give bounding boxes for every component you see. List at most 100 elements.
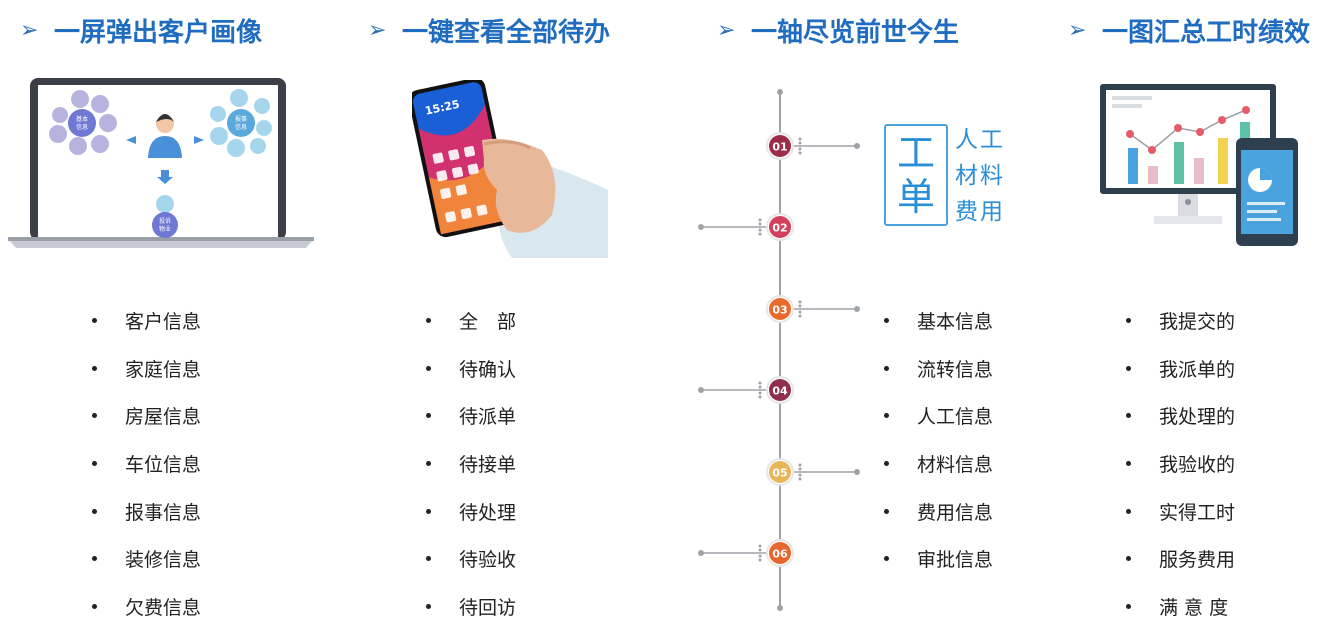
list-item: 审批信息 [884,535,993,583]
bullet [426,556,431,562]
list-item[interactable]: 待确认 [426,345,516,393]
bullet [884,508,889,514]
svg-text:信息: 信息 [235,123,247,131]
section-title: 一图汇总工时绩效 [1102,18,1311,48]
bullet [92,318,97,324]
section-heading: ➢ 一屏弹出客户画像 [20,12,262,49]
timeline-node-04: 04 [766,376,794,404]
bullet [1126,318,1131,324]
column-performance: ➢ 一图汇总工时绩效 我提交的 我派单的 我处理的 我验收的 实得工时 [1068,0,1320,629]
list-item[interactable]: 我处理的 [1126,392,1235,440]
bullet [92,413,97,419]
laptop-illustration: 基本 信息 报事 信息 投诉 物业 [8,78,314,248]
list-item: 欠费信息 [92,583,201,630]
list-item: 材料信息 [884,440,993,488]
list-item: 人工信息 [884,392,993,440]
bullet [884,318,889,324]
svg-text:物业: 物业 [159,225,171,233]
timeline-axis: 01 02 03 04 [698,89,860,611]
list-item[interactable]: 我提交的 [1126,297,1235,345]
arrow-icon: ➢ [717,18,736,43]
list-item[interactable]: 我验收的 [1126,440,1235,488]
phone-illustration: 15:25 [412,80,608,258]
bullet [92,461,97,467]
performance-list: 我提交的 我派单的 我处理的 我验收的 实得工时 服务费用 满 意 度 [1126,297,1235,630]
section-heading: ➢ 一图汇总工时绩效 [1068,12,1310,49]
bullet [1126,556,1131,562]
list-item[interactable]: 服务费用 [1126,535,1235,583]
svg-text:信息: 信息 [76,123,88,131]
bullet [92,508,97,514]
customer-info-list: 客户信息 家庭信息 房屋信息 车位信息 报事信息 装修信息 欠费信息 [92,297,201,630]
list-item: 基本信息 [884,297,993,345]
svg-text:03: 03 [772,304,787,317]
list-item[interactable]: 全 部 [426,297,516,345]
column-customer-profile: ➢ 一屏弹出客户画像 基本 信息 报事 信息 投诉 物业 [8,0,350,630]
work-order-char: 工 [896,131,935,175]
svg-text:06: 06 [772,548,788,561]
bullet [426,461,431,467]
list-item[interactable]: 待接单 [426,440,516,488]
section-heading: ➢ 一轴尽览前世今生 [717,12,959,49]
list-item: 报事信息 [92,487,201,535]
list-item: 房屋信息 [92,392,201,440]
bullet [92,603,97,609]
arrow-icon: ➢ [368,18,387,43]
list-item: 装修信息 [92,535,201,583]
list-item[interactable]: 待派单 [426,392,516,440]
work-order-items: 人工 材料 费用 [955,122,1005,230]
bullet [1126,461,1131,467]
dashboard-illustration [1100,84,1298,246]
bullet [1126,365,1131,371]
timeline-node-01: 01 [766,132,794,160]
bullet [426,508,431,514]
section-title: 一键查看全部待办 [402,18,611,48]
list-item: 家庭信息 [92,345,201,393]
list-item[interactable]: 实得工时 [1126,487,1235,535]
timeline-node-03: 03 [766,295,794,323]
bullet [92,365,97,371]
bullet [426,603,431,609]
list-item[interactable]: 待处理 [426,487,516,535]
section-title: 一屏弹出客户画像 [54,18,263,48]
section-title: 一轴尽览前世今生 [751,18,960,48]
timeline-node-05: 05 [766,458,794,486]
timeline-info-list: 基本信息 流转信息 人工信息 材料信息 费用信息 审批信息 [884,297,993,583]
todo-list: 全 部 待确认 待派单 待接单 待处理 待验收 待回访 [426,297,516,630]
column-todo: ➢ 一键查看全部待办 15:25 全 部 待确认 待派单 待接单 [368,0,688,629]
bullet [884,461,889,467]
arrow-icon: ➢ [1068,18,1087,43]
svg-text:01: 01 [772,141,787,154]
column-timeline: ➢ 一轴尽览前世今生 01 02 03 [698,0,1057,629]
timeline-node-02: 02 [766,213,794,241]
bullet [92,556,97,562]
work-order-item: 费用 [955,199,1005,225]
work-order-box: 工 单 [884,124,948,226]
bullet [884,365,889,371]
svg-text:投诉: 投诉 [159,217,171,225]
list-item: 流转信息 [884,345,993,393]
svg-text:05: 05 [772,467,787,480]
work-order-char: 单 [896,175,935,219]
bullet [426,318,431,324]
svg-text:02: 02 [772,222,787,235]
bullet [426,413,431,419]
work-order-item: 人工 [955,127,1005,153]
list-item[interactable]: 待验收 [426,535,516,583]
svg-text:基本: 基本 [76,115,88,123]
bullet [884,413,889,419]
svg-text:04: 04 [772,385,788,398]
bullet [426,365,431,371]
section-heading: ➢ 一键查看全部待办 [368,12,610,49]
svg-text:报事: 报事 [235,115,247,123]
timeline-node-06: 06 [766,539,794,567]
list-item: 客户信息 [92,297,201,345]
arrow-icon: ➢ [20,18,39,43]
list-item: 车位信息 [92,440,201,488]
work-order-item: 材料 [955,163,1005,189]
bullet [1126,603,1131,609]
list-item[interactable]: 我派单的 [1126,345,1235,393]
list-item[interactable]: 待回访 [426,583,516,630]
list-item[interactable]: 满 意 度 [1126,583,1235,630]
list-item: 费用信息 [884,487,993,535]
